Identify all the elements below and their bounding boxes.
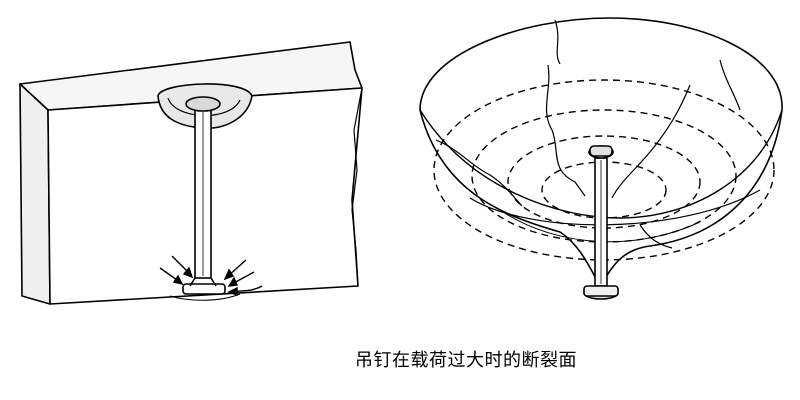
- concrete-block: [19, 41, 363, 305]
- anchor-head: [185, 96, 221, 112]
- fracture-cone: [419, 17, 783, 300]
- figure-caption: 吊钉在载荷过大时的断裂面: [355, 350, 577, 371]
- cone-crack-lines: [435, 19, 741, 249]
- cone-rim: [419, 17, 783, 111]
- block-left-face: [19, 83, 51, 305]
- pressure-arrows: [159, 255, 263, 297]
- cone-anchor: [583, 145, 619, 300]
- block-right-edge: [351, 87, 363, 287]
- anchor-bolt: [169, 96, 241, 301]
- anchor-foot: [182, 283, 226, 295]
- foot-crack-lines: [169, 293, 241, 301]
